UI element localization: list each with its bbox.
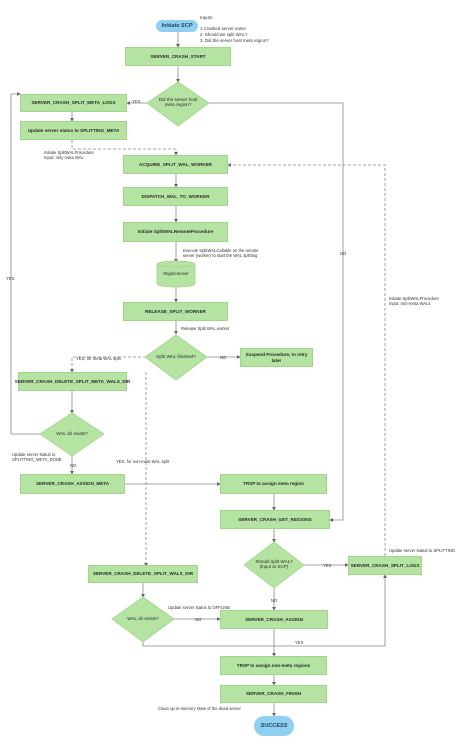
update-offline-note: Update server status to OFFLINE bbox=[168, 605, 231, 610]
finish-node: SERVER_CRASH_FINISH bbox=[220, 685, 327, 703]
inputs-line-1: 1.Crashed server name bbox=[200, 26, 246, 31]
update-meta-done-note: Update server status to SPLITTING_META_D… bbox=[12, 452, 62, 462]
server-crash-start-node: SERVER_CRASH_START bbox=[125, 47, 231, 66]
acquire-worker-node: ACQUIRE_SPLIT_WAL_WORKER bbox=[123, 155, 228, 174]
release-worker-node: RELEASE_SPLIT_WORKER bbox=[123, 302, 228, 321]
initiate-meta-wal-note: Initiate SplitWALProcedure Input: only m… bbox=[44, 150, 94, 160]
dispatch-wal-node: DISPATCH_WAL_TO_WORKER bbox=[123, 187, 228, 206]
inputs-title: Inputs: bbox=[200, 15, 214, 20]
wal-dir-exists-2-diamond bbox=[111, 596, 175, 643]
delete-wals-dir-node: SERVER_CRASH_DELETE_SPLIT_WALS_DIR bbox=[88, 565, 198, 583]
trsp-meta-node: TRSP to assign meta region bbox=[220, 474, 327, 494]
wal-dir-exists-2-text: WAL dir exists? bbox=[127, 616, 159, 621]
assign-node: SERVER_CRASH_ASSIGN bbox=[220, 610, 328, 629]
yes-meta-label: YES, for meta WAL split. bbox=[76, 356, 122, 361]
split-finished-text: Split WAL finished? bbox=[156, 354, 196, 359]
no-split-label: NO bbox=[220, 355, 227, 360]
split-finished-diamond bbox=[144, 334, 208, 381]
get-regions-node: SERVER_CRASH_GET_REGIONS bbox=[220, 510, 330, 529]
should-split-diamond bbox=[243, 541, 305, 589]
no-dir2-label: NO bbox=[195, 617, 202, 622]
yes-label-left: YES bbox=[6, 276, 15, 281]
regionserver-cylinder bbox=[156, 260, 196, 288]
assign-meta-node: SERVER_CRASH_ASSIGN_META bbox=[20, 474, 125, 494]
inputs-line-3: 3. Did the server host meta region? bbox=[200, 38, 269, 43]
inputs-line-2: 2. Should we split WAL? bbox=[200, 32, 248, 37]
initiate-non-meta-note: Initiate SplitWALProcedure Input: non-me… bbox=[389, 296, 439, 306]
no-split-wal-label: NO bbox=[271, 598, 278, 603]
update-splitting-meta-node: Update server status to SPLITTING_META bbox=[20, 121, 127, 140]
initiate-scp-terminal: Initiate SCP bbox=[156, 20, 198, 32]
update-splitting-note: Update server status to SPLITTING bbox=[389, 548, 456, 553]
delete-meta-dir-node: SERVER_CRASH_DELETE_SPLIT_META_WALS_DIR bbox=[15, 372, 130, 391]
success-terminal: SUCCESS bbox=[254, 716, 294, 736]
host-meta-text: Did the server host meta region? bbox=[158, 97, 198, 108]
no-dir1-label: NO bbox=[70, 463, 77, 468]
yes-label-1: YES bbox=[132, 99, 141, 104]
trsp-non-meta-node: TRSP to assign non-meta regions bbox=[220, 656, 327, 675]
wal-dir-exists-1-diamond bbox=[39, 412, 105, 457]
suspend-node: Suspend Procedure, to retry later bbox=[240, 348, 313, 367]
host-meta-diamond bbox=[146, 81, 210, 127]
release-label: Release Split WAL worker bbox=[181, 326, 230, 331]
initiate-remote-node: Initiate SplitWALRemoteProcedure bbox=[123, 222, 228, 242]
yes-split-label: YES bbox=[323, 563, 332, 568]
yes-dir2-label: YES bbox=[295, 640, 304, 645]
regionserver-label: RegionServer bbox=[163, 271, 189, 276]
split-meta-logs-node: SERVER_CRASH_SPLIT_META_LOGS bbox=[20, 94, 127, 112]
split-logs-node: SERVER_CRASH_SPLIT_LOGS bbox=[348, 556, 422, 575]
execute-note: Execute SplitWALCallable on the remote s… bbox=[183, 248, 259, 258]
yes-non-meta-label: YES, for non-meta WAL split bbox=[116, 459, 169, 464]
cleanup-note: Clean up in-memory state of the dead ser… bbox=[158, 706, 241, 711]
wal-dir-exists-1-text: WAL dir exists? bbox=[56, 431, 88, 436]
no-label-1: NO bbox=[340, 251, 347, 256]
should-split-text: Should split WAL? (input to SCP) bbox=[255, 559, 293, 570]
